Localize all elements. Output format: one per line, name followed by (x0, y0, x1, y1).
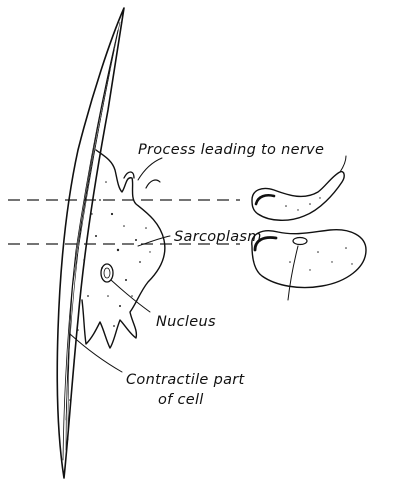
muscle-cell (57, 8, 165, 478)
sarcoplasm-body (82, 150, 165, 348)
leader-lines (70, 156, 346, 372)
process-label: Process leading to nerve (138, 142, 324, 158)
nucleus (101, 264, 113, 282)
lower-section-nucleus (293, 238, 307, 245)
contractile-spindle (57, 8, 124, 478)
upper-section-granules (285, 197, 320, 210)
lower-cross-section (252, 230, 366, 288)
nucleus-section-leader (288, 246, 298, 300)
upper-cross-section (252, 172, 344, 221)
fibril-line (66, 50, 114, 450)
sarcoplasm-label: Sarcoplasm (174, 229, 262, 245)
lower-section-granules (289, 247, 352, 270)
nerve-process-stub (124, 172, 134, 178)
contractile-label-line2: of cell (158, 392, 204, 408)
upper-section-fibril (256, 195, 274, 204)
nerve-process-stub (146, 180, 160, 188)
nucleus-label: Nucleus (156, 314, 216, 330)
process-section-leader (340, 156, 346, 172)
process-leader (138, 158, 162, 180)
nucleus-inner (104, 268, 110, 278)
nucleus-leader (111, 280, 150, 312)
fibril-line (68, 70, 110, 440)
contractile-label-line1: Contractile part (126, 372, 246, 388)
